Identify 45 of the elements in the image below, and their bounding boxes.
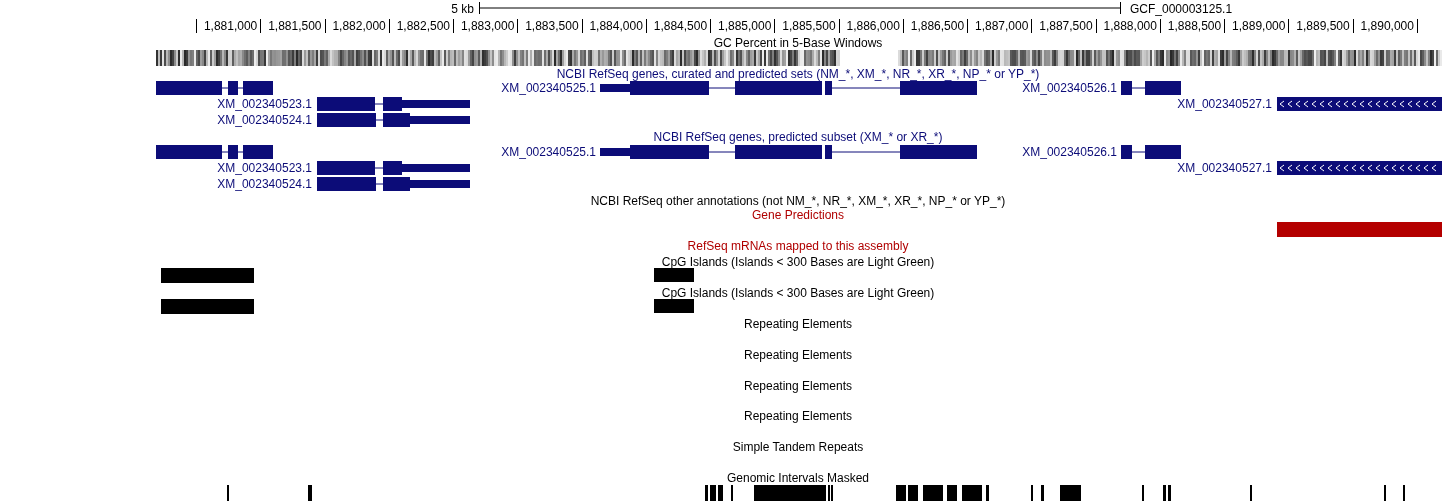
track-title: GC Percent in 5-Base Windows <box>713 36 883 50</box>
coordinate-label: 1,883,500 <box>525 19 579 33</box>
gene-label: XM_002340526.1 <box>1022 145 1117 159</box>
coordinate-label: 1,884,000 <box>589 19 643 33</box>
coordinate-label: 1,881,000 <box>203 19 258 33</box>
track-title: Genomic Intervals Masked <box>726 471 870 485</box>
track-title: Simple Tandem Repeats <box>732 440 864 454</box>
coordinate-label: 1,889,500 <box>1296 19 1350 33</box>
track-title: RefSeq mRNAs mapped to this assembly <box>687 239 909 253</box>
coordinate-label: 1,882,500 <box>396 19 451 33</box>
coordinate-label: 1,882,000 <box>332 19 386 33</box>
gene-label: XM_002340524.1 <box>217 177 312 191</box>
scale-label: 5 kb <box>451 2 474 16</box>
coordinate-label: 1,888,500 <box>1167 19 1222 33</box>
coordinate-label: 1,886,000 <box>846 19 900 33</box>
track-title: Gene Predictions <box>751 208 845 222</box>
track-title: CpG Islands (Islands < 300 Bases are Light Green) <box>661 255 935 269</box>
gene-label: XM_002340526.1 <box>1022 81 1117 95</box>
coordinate-label: 1,889,000 <box>1232 19 1286 33</box>
coordinate-label: 1,883,000 <box>460 19 515 33</box>
track-title: NCBI RefSeq genes, curated and predicted sets (NM_*, XM_*, NR_*, XR_*, NP_* or YP_*) <box>556 67 1040 81</box>
track-title: NCBI RefSeq other annotations (not NM_*, NR_*, XM_*, XR_*, NP_* or YP_*) <box>590 194 1006 208</box>
gene-label: XM_002340527.1 <box>1177 97 1272 111</box>
track-title: NCBI RefSeq genes, predicted subset (XM_* or XR_*) <box>653 130 943 144</box>
track-title: Repeating Elements <box>743 348 853 362</box>
assembly-label: GCF_000003125.1 <box>1130 2 1233 16</box>
coordinate-label: 1,888,000 <box>1103 19 1157 33</box>
coordinate-label: 1,886,500 <box>910 19 965 33</box>
gene-label: XM_002340523.1 <box>217 161 312 175</box>
coordinate-label: 1,890,000 <box>1360 19 1414 33</box>
coordinate-label: 1,887,500 <box>1039 19 1093 33</box>
track-title: Repeating Elements <box>743 409 853 423</box>
coordinate-label: 1,881,500 <box>268 19 322 33</box>
coordinate-label: 1,884,500 <box>653 19 708 33</box>
track-title: CpG Islands (Islands < 300 Bases are Light Green) <box>661 286 935 300</box>
track-title: Repeating Elements <box>743 379 853 393</box>
coordinate-label: 1,885,000 <box>717 19 772 33</box>
gene-label: XM_002340525.1 <box>501 145 596 159</box>
coordinate-label: 1,885,500 <box>782 19 836 33</box>
track-title: Repeating Elements <box>743 317 853 331</box>
gene-label: XM_002340524.1 <box>217 113 312 127</box>
gene-label: XM_002340525.1 <box>501 81 596 95</box>
coordinate-label: 1,887,000 <box>975 19 1029 33</box>
gene-label: XM_002340523.1 <box>217 97 312 111</box>
gene-label: XM_002340527.1 <box>1177 161 1272 175</box>
